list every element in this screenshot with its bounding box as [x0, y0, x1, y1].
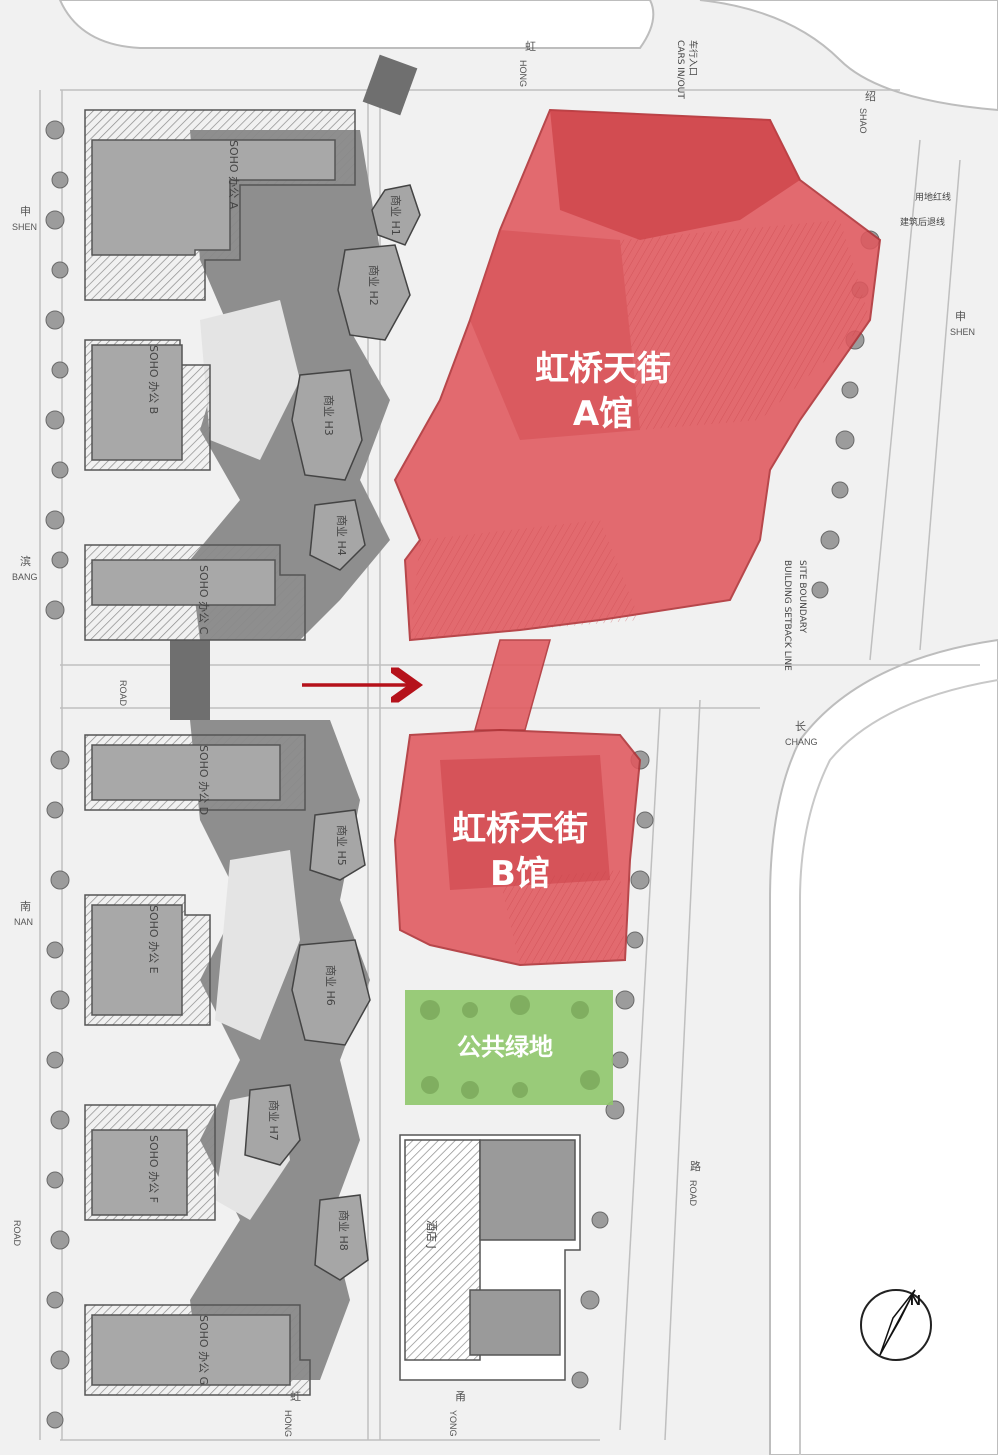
road-bottom-hong-cn: 虹	[290, 1390, 301, 1403]
road-left-top-cn: 申	[20, 205, 31, 218]
road-right-road-cn: 路	[690, 1160, 701, 1173]
office-a-label: SOHO 办公 A	[227, 140, 240, 210]
cars-in-label: 车行入口	[687, 40, 699, 76]
road-right-chang-cn: 长	[795, 720, 806, 733]
street-right-lower	[769, 638, 998, 1455]
office-f	[84, 1104, 216, 1221]
mall-b	[393, 728, 642, 967]
road-left-bottom-en: NAN	[14, 917, 33, 927]
office-a	[84, 109, 356, 301]
road-top-shao-cn: 绍	[865, 89, 876, 103]
road-bottom-yong-en: YONG	[448, 1410, 458, 1437]
mall-a	[393, 108, 882, 642]
site-boundary-label: 用地红线	[915, 191, 951, 203]
office-d	[84, 734, 306, 811]
retail-h3-label: 商业 H3	[322, 395, 336, 436]
street-top-right	[699, 0, 998, 112]
retail-h5	[309, 809, 366, 881]
road-top-shao-en: SHAO	[858, 108, 868, 134]
retail-h8-label: 商业 H8	[337, 1210, 351, 1251]
road-bottom-hong-en: HONG	[283, 1410, 293, 1437]
office-b	[84, 339, 211, 471]
setback-label: 建筑后退线	[900, 216, 945, 228]
office-e	[84, 894, 211, 1026]
hotel-j	[399, 1134, 581, 1381]
street-top-left	[58, 0, 655, 49]
retail-h2-label: 商业 H2	[367, 265, 381, 306]
green-area-label: 公共绿地	[457, 1033, 553, 1061]
north-compass: N	[860, 1289, 932, 1361]
retail-h6-label: 商业 H6	[324, 965, 338, 1006]
retail-h3	[291, 369, 363, 481]
road-bottom-yong-cn: 甬	[455, 1390, 466, 1403]
site-boundary-en-label: SITE BOUNDARY	[797, 560, 807, 633]
setback-en-label: BUILDING SETBACK LINE	[782, 560, 792, 671]
office-c	[84, 544, 306, 641]
road-right-shen-cn: 申	[955, 310, 966, 323]
road-left-mid-cn: 滨	[20, 554, 31, 568]
retail-h1	[371, 184, 421, 246]
retail-h5-label: 商业 H5	[335, 825, 349, 866]
retail-h8	[314, 1194, 369, 1281]
hotel-label: 酒店 J	[425, 1220, 439, 1249]
office-b-label: SOHO 办公 B	[147, 345, 160, 414]
road-right-shen-en: SHEN	[950, 327, 975, 337]
road-right-road-en: ROAD	[688, 1180, 698, 1207]
retail-h2	[337, 244, 411, 341]
mall-b-label-line2: B馆	[490, 854, 550, 894]
road-center-road: ROAD	[118, 680, 128, 707]
retail-h1-label: 商业 H1	[389, 195, 403, 236]
road-left-bottom-cn: 南	[20, 900, 31, 913]
road-left-mid-en: BANG	[12, 572, 38, 582]
retail-h7-label: 商业 H7	[267, 1100, 281, 1141]
office-e-label: SOHO 办公 E	[147, 905, 160, 974]
cars-in-en-label: CARS IN/OUT	[675, 40, 685, 99]
office-f-label: SOHO 办公 F	[147, 1135, 160, 1203]
retail-h7	[244, 1084, 301, 1166]
road-left-road: ROAD	[12, 1220, 22, 1247]
office-d-label: SOHO 办公 D	[197, 745, 210, 815]
office-g-label: SOHO 办公 G	[197, 1315, 210, 1385]
office-g	[84, 1304, 311, 1396]
mall-b-label-line1: 虹桥天街	[452, 809, 588, 849]
mall-a-label-line2: A馆	[573, 394, 633, 434]
retail-h6	[291, 939, 371, 1046]
retail-h4	[309, 499, 366, 571]
office-c-label: SOHO 办公 C	[197, 565, 210, 635]
road-left-top-en: SHEN	[12, 222, 37, 232]
connector-bridge	[474, 639, 551, 731]
retail-h4-label: 商业 H4	[335, 515, 349, 556]
mall-a-label-line1: 虹桥天街	[535, 349, 671, 389]
road-top-hong-en: HONG	[518, 60, 528, 87]
compass-label: N	[910, 1292, 921, 1309]
road-right-chang-en: CHANG	[785, 737, 818, 747]
road-top-hong-cn: 虹	[525, 40, 536, 53]
